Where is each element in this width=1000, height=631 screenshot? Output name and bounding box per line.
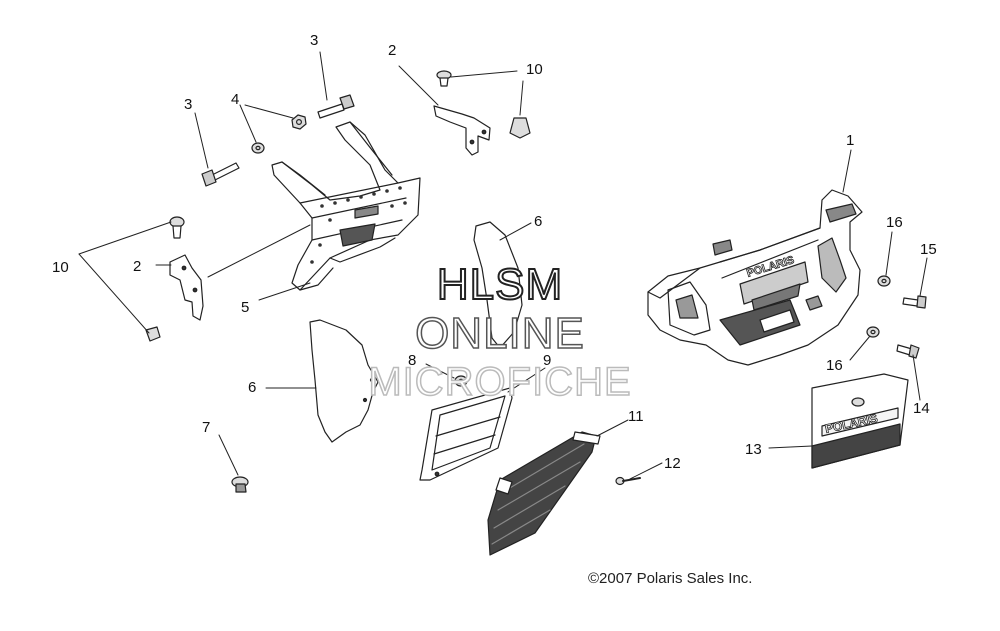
callout-11: 11 <box>628 408 644 425</box>
callout-13: 13 <box>745 441 762 458</box>
callout-10: 10 <box>52 259 69 276</box>
callout-5: 5 <box>241 299 250 316</box>
washer-part <box>251 142 265 154</box>
watermark-line-2: ONLINE <box>414 309 585 358</box>
callout-6: 6 <box>534 213 543 230</box>
splash-panel-part <box>473 221 523 349</box>
callout-8: 8 <box>408 352 417 369</box>
bolt-part <box>317 94 355 119</box>
callout-10: 10 <box>526 61 543 78</box>
callout-3: 3 <box>310 32 319 49</box>
callout-9: 9 <box>543 352 552 369</box>
callout-2: 2 <box>133 258 142 275</box>
callout-12: 12 <box>664 455 681 472</box>
push-pin-part <box>231 476 249 493</box>
watermark-line-1: HLSM <box>436 260 564 309</box>
push-rivet-part <box>436 70 452 87</box>
bolt-part <box>902 295 927 309</box>
watermark-line-3: MICROFICHE <box>368 360 632 404</box>
splash-panel-part <box>309 319 379 443</box>
front-panel-part <box>811 373 909 469</box>
callout-7: 7 <box>202 419 211 436</box>
push-rivet-part <box>169 216 185 239</box>
callout-3: 3 <box>184 96 193 113</box>
mounting-bracket-part <box>433 105 491 156</box>
callout-2: 2 <box>388 42 397 59</box>
front-bumper-part <box>647 189 863 366</box>
screw-part <box>615 476 641 486</box>
washer-part <box>866 326 880 338</box>
mounting-bracket-part <box>169 254 204 321</box>
callout-16: 16 <box>886 214 903 231</box>
nut-part <box>454 375 468 387</box>
copyright-notice: ©2007 Polaris Sales Inc. <box>588 570 753 587</box>
nut-part <box>291 114 307 130</box>
callout-6: 6 <box>248 379 257 396</box>
washer-part <box>877 275 891 287</box>
push-rivet-part <box>509 117 531 139</box>
callout-1: 1 <box>846 132 855 149</box>
bumper-frame-part <box>271 121 421 291</box>
mesh-screen-part <box>487 431 601 556</box>
callout-14: 14 <box>913 400 930 417</box>
bolt-part <box>896 344 920 359</box>
callout-16: 16 <box>826 357 843 374</box>
grille-frame-part <box>419 387 513 481</box>
leader-lines <box>78 51 928 480</box>
callout-15: 15 <box>920 241 937 258</box>
callout-4: 4 <box>231 91 240 108</box>
push-rivet-part <box>145 326 161 342</box>
bolt-part <box>201 162 240 187</box>
